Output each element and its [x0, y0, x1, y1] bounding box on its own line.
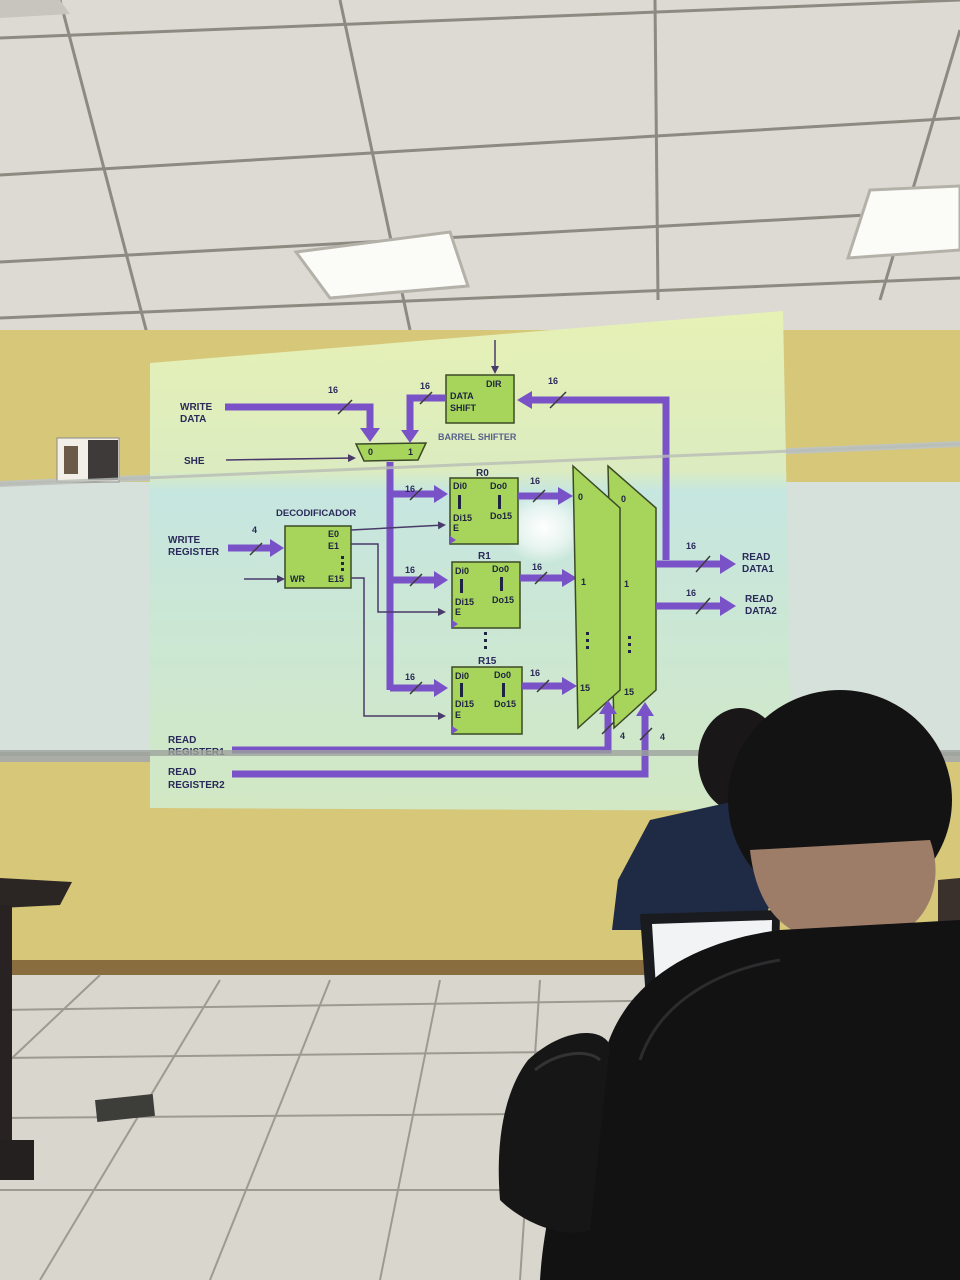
register-r1-e: E	[455, 607, 461, 617]
wall-poster	[56, 437, 120, 483]
barrel-shifter-label: BARREL SHIFTER	[438, 432, 517, 442]
register-ellipsis	[484, 632, 487, 649]
register-r0-di15: Di15	[453, 513, 472, 523]
write-data-bus	[225, 403, 374, 430]
register-r1-di15: Di15	[455, 597, 474, 607]
write-data-width: 16	[328, 385, 338, 395]
input-mux-sel0: 0	[368, 447, 373, 457]
desk-left	[0, 878, 72, 1180]
output-mux-2-in1: 1	[624, 579, 629, 589]
register-r0-name: R0	[476, 468, 489, 479]
shifter-to-mux-bus	[406, 394, 446, 432]
r0-in-width: 16	[405, 484, 415, 494]
register-r1-di0: Di0	[455, 566, 469, 576]
shifter-out-width: 16	[420, 381, 430, 391]
register-r1: R1 Di0 Do0 Di15 Do15 E	[451, 551, 521, 629]
input-mux	[354, 442, 428, 462]
r1-out-width: 16	[532, 562, 542, 572]
barrel-shifter-block	[445, 374, 515, 424]
decoder-e1: E1	[328, 541, 339, 551]
register-r15-name: R15	[478, 656, 497, 667]
register-r15-e: E	[455, 710, 461, 720]
read-register2-width: 4	[660, 732, 665, 742]
she-label: SHE	[184, 456, 205, 467]
read-data1-label-2: DATA1	[742, 564, 774, 575]
barrel-shifter-data-1: DATA	[450, 391, 474, 401]
output-mux-1: 0 1 15	[572, 464, 621, 730]
projector-glare	[502, 492, 586, 564]
she-wire	[225, 454, 356, 463]
barrel-shifter-data-2: SHIFT	[450, 403, 477, 413]
output-mux-2-in0: 0	[621, 494, 626, 504]
output-mux-1-in1: 1	[581, 577, 586, 587]
register-r0-di0: Di0	[453, 481, 467, 491]
register-file-diagram: WRITE DATA 16 SHE 0 1 DIR DATA SHIFT BAR…	[168, 340, 777, 791]
decoder-label: DECODIFICADOR	[276, 508, 356, 519]
read-data1-label-1: READ	[742, 552, 770, 563]
register-r15-di15: Di15	[455, 699, 474, 709]
ceiling	[0, 0, 960, 346]
write-register-label-2: REGISTER	[168, 547, 220, 558]
feedback-width: 16	[548, 376, 558, 386]
register-r0-do15: Do15	[490, 511, 512, 521]
decoder-e0: E0	[328, 529, 339, 539]
register-r0-e: E	[453, 523, 459, 533]
decoder-block	[284, 525, 352, 589]
enable-wire-r15	[351, 577, 446, 720]
r15-in-width: 16	[405, 672, 415, 682]
read-data2-width: 16	[686, 588, 696, 598]
read-data2-label-2: DATA2	[745, 606, 777, 617]
ceiling-light-left	[293, 230, 471, 300]
ceiling-light-right	[845, 184, 960, 260]
read-data2-label-1: READ	[745, 594, 773, 605]
output-mux-2-in15: 15	[624, 687, 634, 697]
register-r15: R15 Di0 Do0 Di15 Do15 E	[451, 656, 523, 735]
decoder-wr: WR	[290, 574, 305, 584]
register-r15-di0: Di0	[455, 671, 469, 681]
student-foreground	[540, 690, 960, 1280]
decoder-e15: E15	[328, 574, 344, 584]
output-mux-1-in0: 0	[578, 492, 583, 502]
write-data-arrowhead	[360, 428, 380, 442]
register-r1-do15: Do15	[492, 595, 514, 605]
enable-wire-r0	[350, 521, 446, 531]
read-data1-width: 16	[686, 541, 696, 551]
r0-out-width: 16	[530, 476, 540, 486]
register-r1-name: R1	[478, 551, 491, 562]
register-r15-do15: Do15	[494, 699, 516, 709]
read-register1-label-1: READ	[168, 735, 196, 746]
enable-wire-r1	[351, 543, 446, 616]
read-register2-label-2: REGISTER2	[168, 780, 225, 791]
r15-out-width: 16	[530, 668, 540, 678]
feedback-bus	[530, 396, 670, 560]
input-mux-sel1: 1	[408, 447, 413, 457]
register-r1-do0: Do0	[492, 564, 509, 574]
write-register-label-1: WRITE	[168, 535, 201, 546]
write-register-width: 4	[252, 525, 257, 535]
barrel-shifter-dir: DIR	[486, 379, 502, 389]
write-data-label-2: DATA	[180, 414, 206, 425]
read-register2-label-1: READ	[168, 767, 196, 778]
write-data-label-1: WRITE	[180, 402, 213, 413]
floor-outlet	[95, 1094, 155, 1122]
r1-in-width: 16	[405, 565, 415, 575]
register-r15-do0: Do0	[494, 670, 511, 680]
register-r0: R0 Di0 Do0 Di15 Do15 E	[449, 468, 519, 545]
register-r0-do0: Do0	[490, 481, 507, 491]
backpack	[498, 1033, 610, 1233]
read-register1-width: 4	[620, 731, 625, 741]
output-mux-1-in15: 15	[580, 683, 590, 693]
